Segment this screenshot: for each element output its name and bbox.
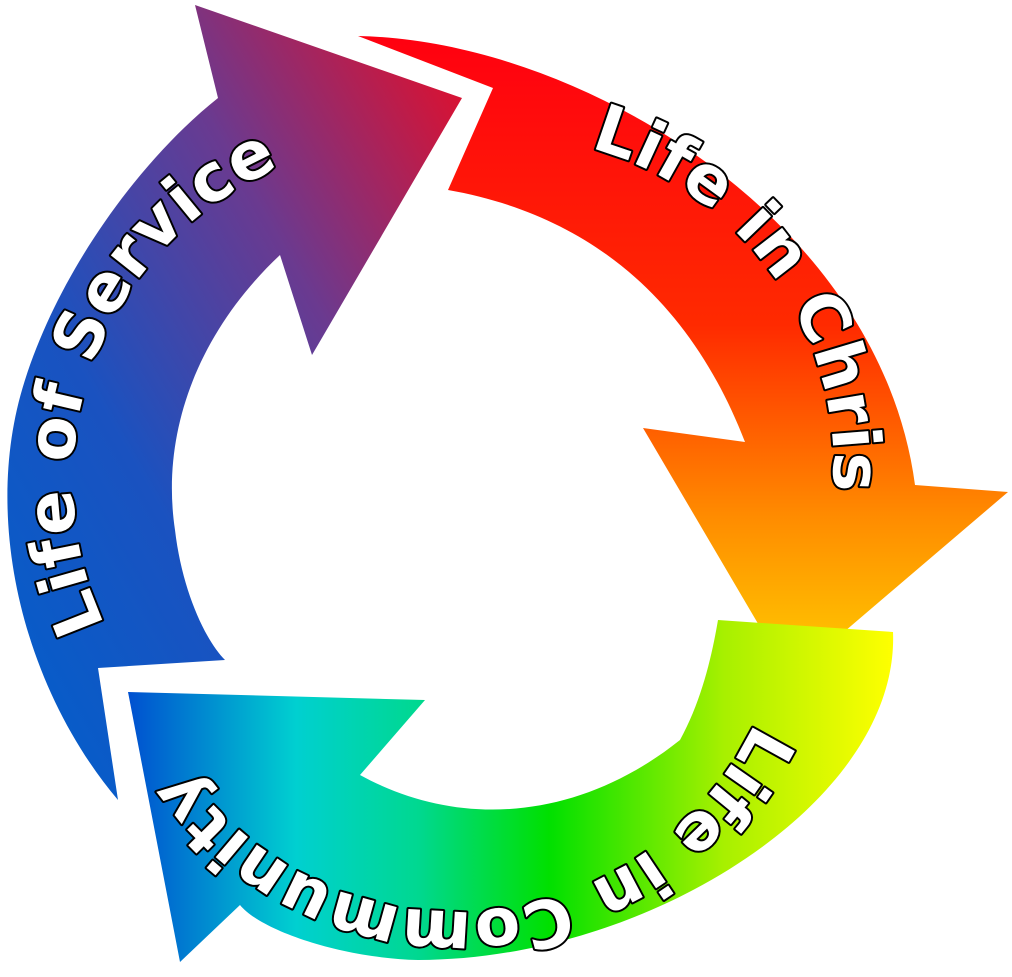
arrow-life-of-service	[7, 5, 462, 800]
arrow-life-in-christ	[358, 36, 1008, 678]
arrow-life-in-community	[128, 620, 894, 962]
